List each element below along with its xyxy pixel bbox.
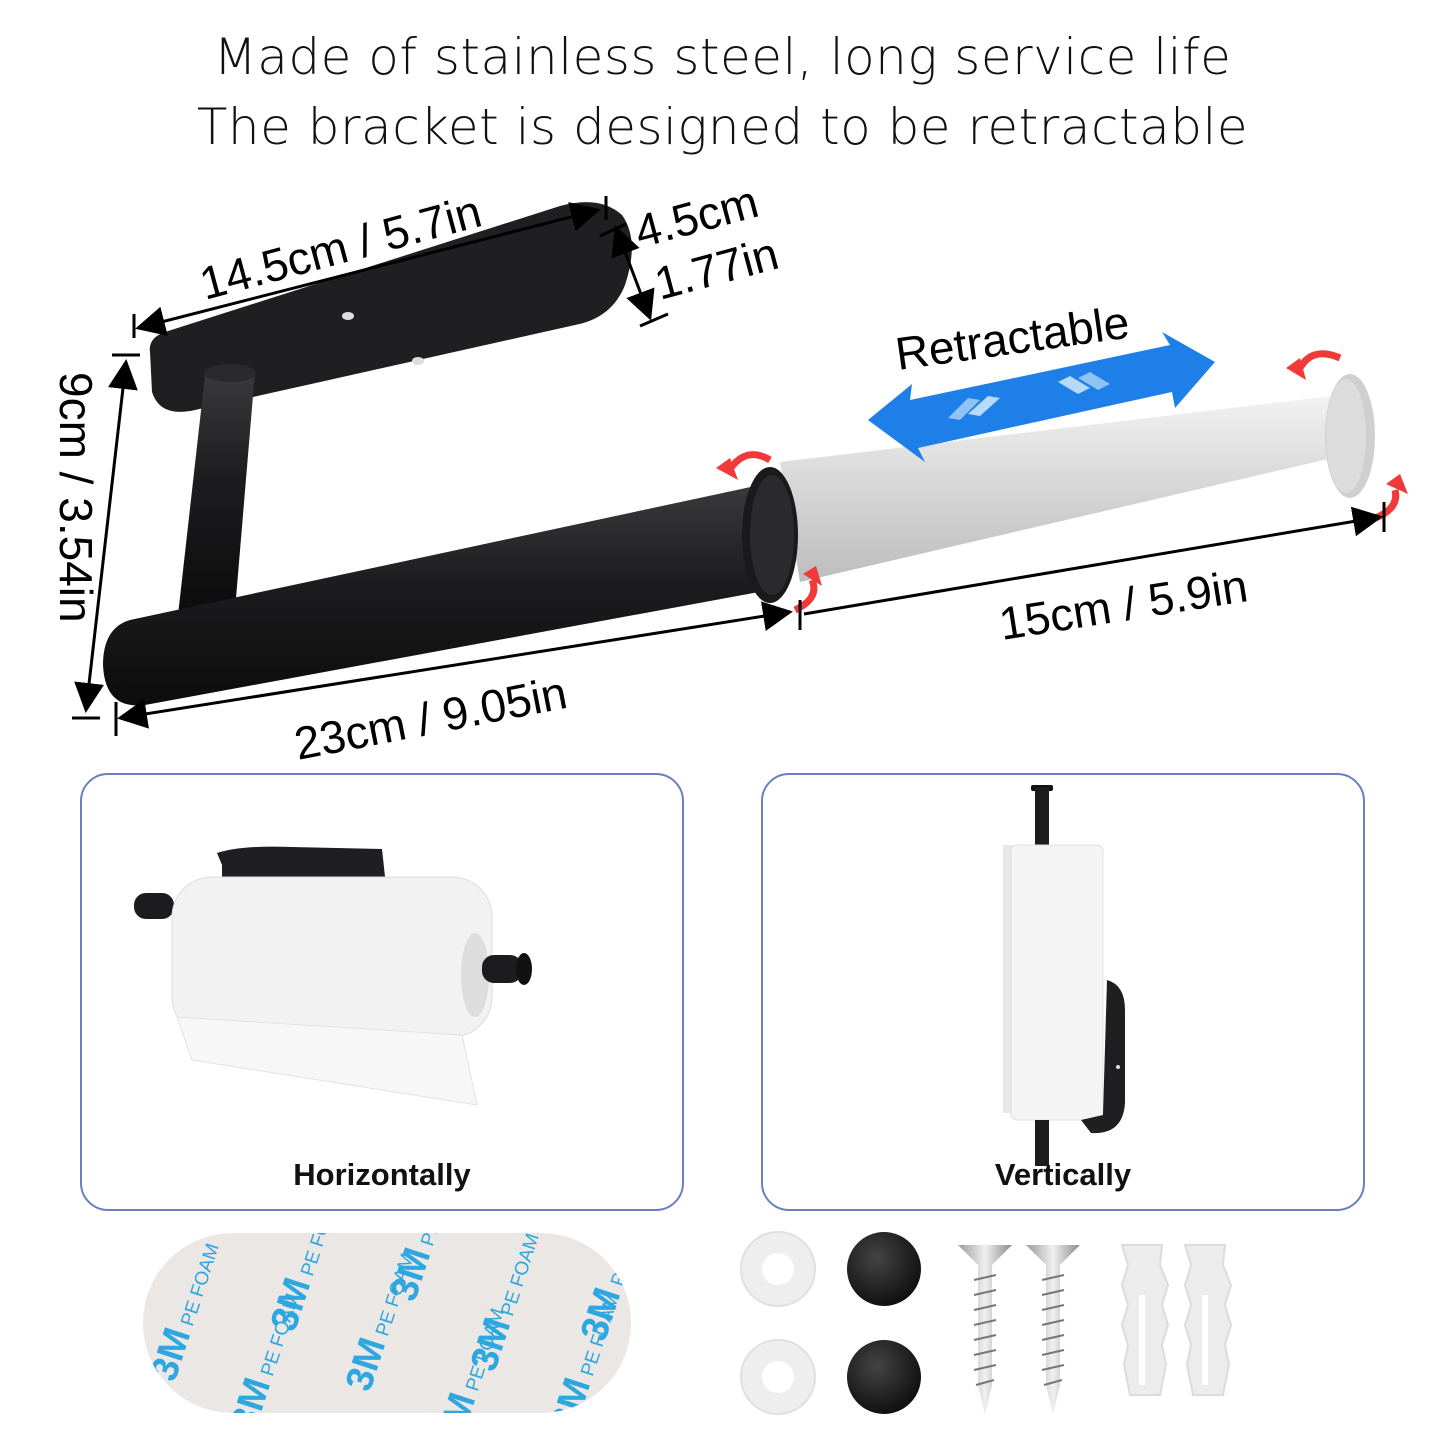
black-screw-cap-icon (847, 1232, 921, 1414)
rotate-arrowheads (716, 358, 1408, 586)
vertical-label: Vertically (994, 1157, 1132, 1192)
horizontal-label: Horizontally (293, 1157, 471, 1192)
dimension-lines (72, 196, 1386, 736)
headline-line-2: The bracket is designed to be retractabl… (196, 98, 1249, 156)
screw-icon (958, 1245, 1080, 1415)
dim-rod-length: 23cm / 9.05in (290, 666, 571, 770)
usage-card-vertical: Vertically (761, 773, 1365, 1211)
headline-line-1: Made of stainless steel, long service li… (213, 28, 1232, 86)
tape-mark: 3MPE FOAM (143, 1241, 224, 1386)
dim-extension-length: 15cm / 5.9in (995, 559, 1251, 650)
product-diagram: Retractable 14.5cm / 5.7in 4.5cm 1.77in … (50, 175, 1408, 770)
wall-anchor-icon (1120, 1244, 1233, 1396)
tape-mark: 3MPE FOAM (383, 1233, 464, 1306)
dim-height: 9cm / 3.54in (50, 372, 102, 623)
tape-mark: 3MPE FOAM (573, 1233, 631, 1346)
vertical-mount-illustration (1003, 785, 1125, 1166)
horizontal-mount-illustration (134, 846, 532, 1106)
clear-washer-icon (740, 1231, 816, 1415)
hardware-kit (740, 1231, 1233, 1415)
extension-rod (780, 374, 1375, 582)
usage-card-horizontal: Horizontally (80, 773, 684, 1211)
adhesive-pad: 3MPE FOAM 3MPE FOAM 3MPE FOAM 3MPE FOAM … (143, 1233, 631, 1413)
retractable-arrow-icon (868, 332, 1215, 462)
support-post (178, 372, 255, 615)
tape-mark: 3MPE FOAM (263, 1233, 344, 1336)
